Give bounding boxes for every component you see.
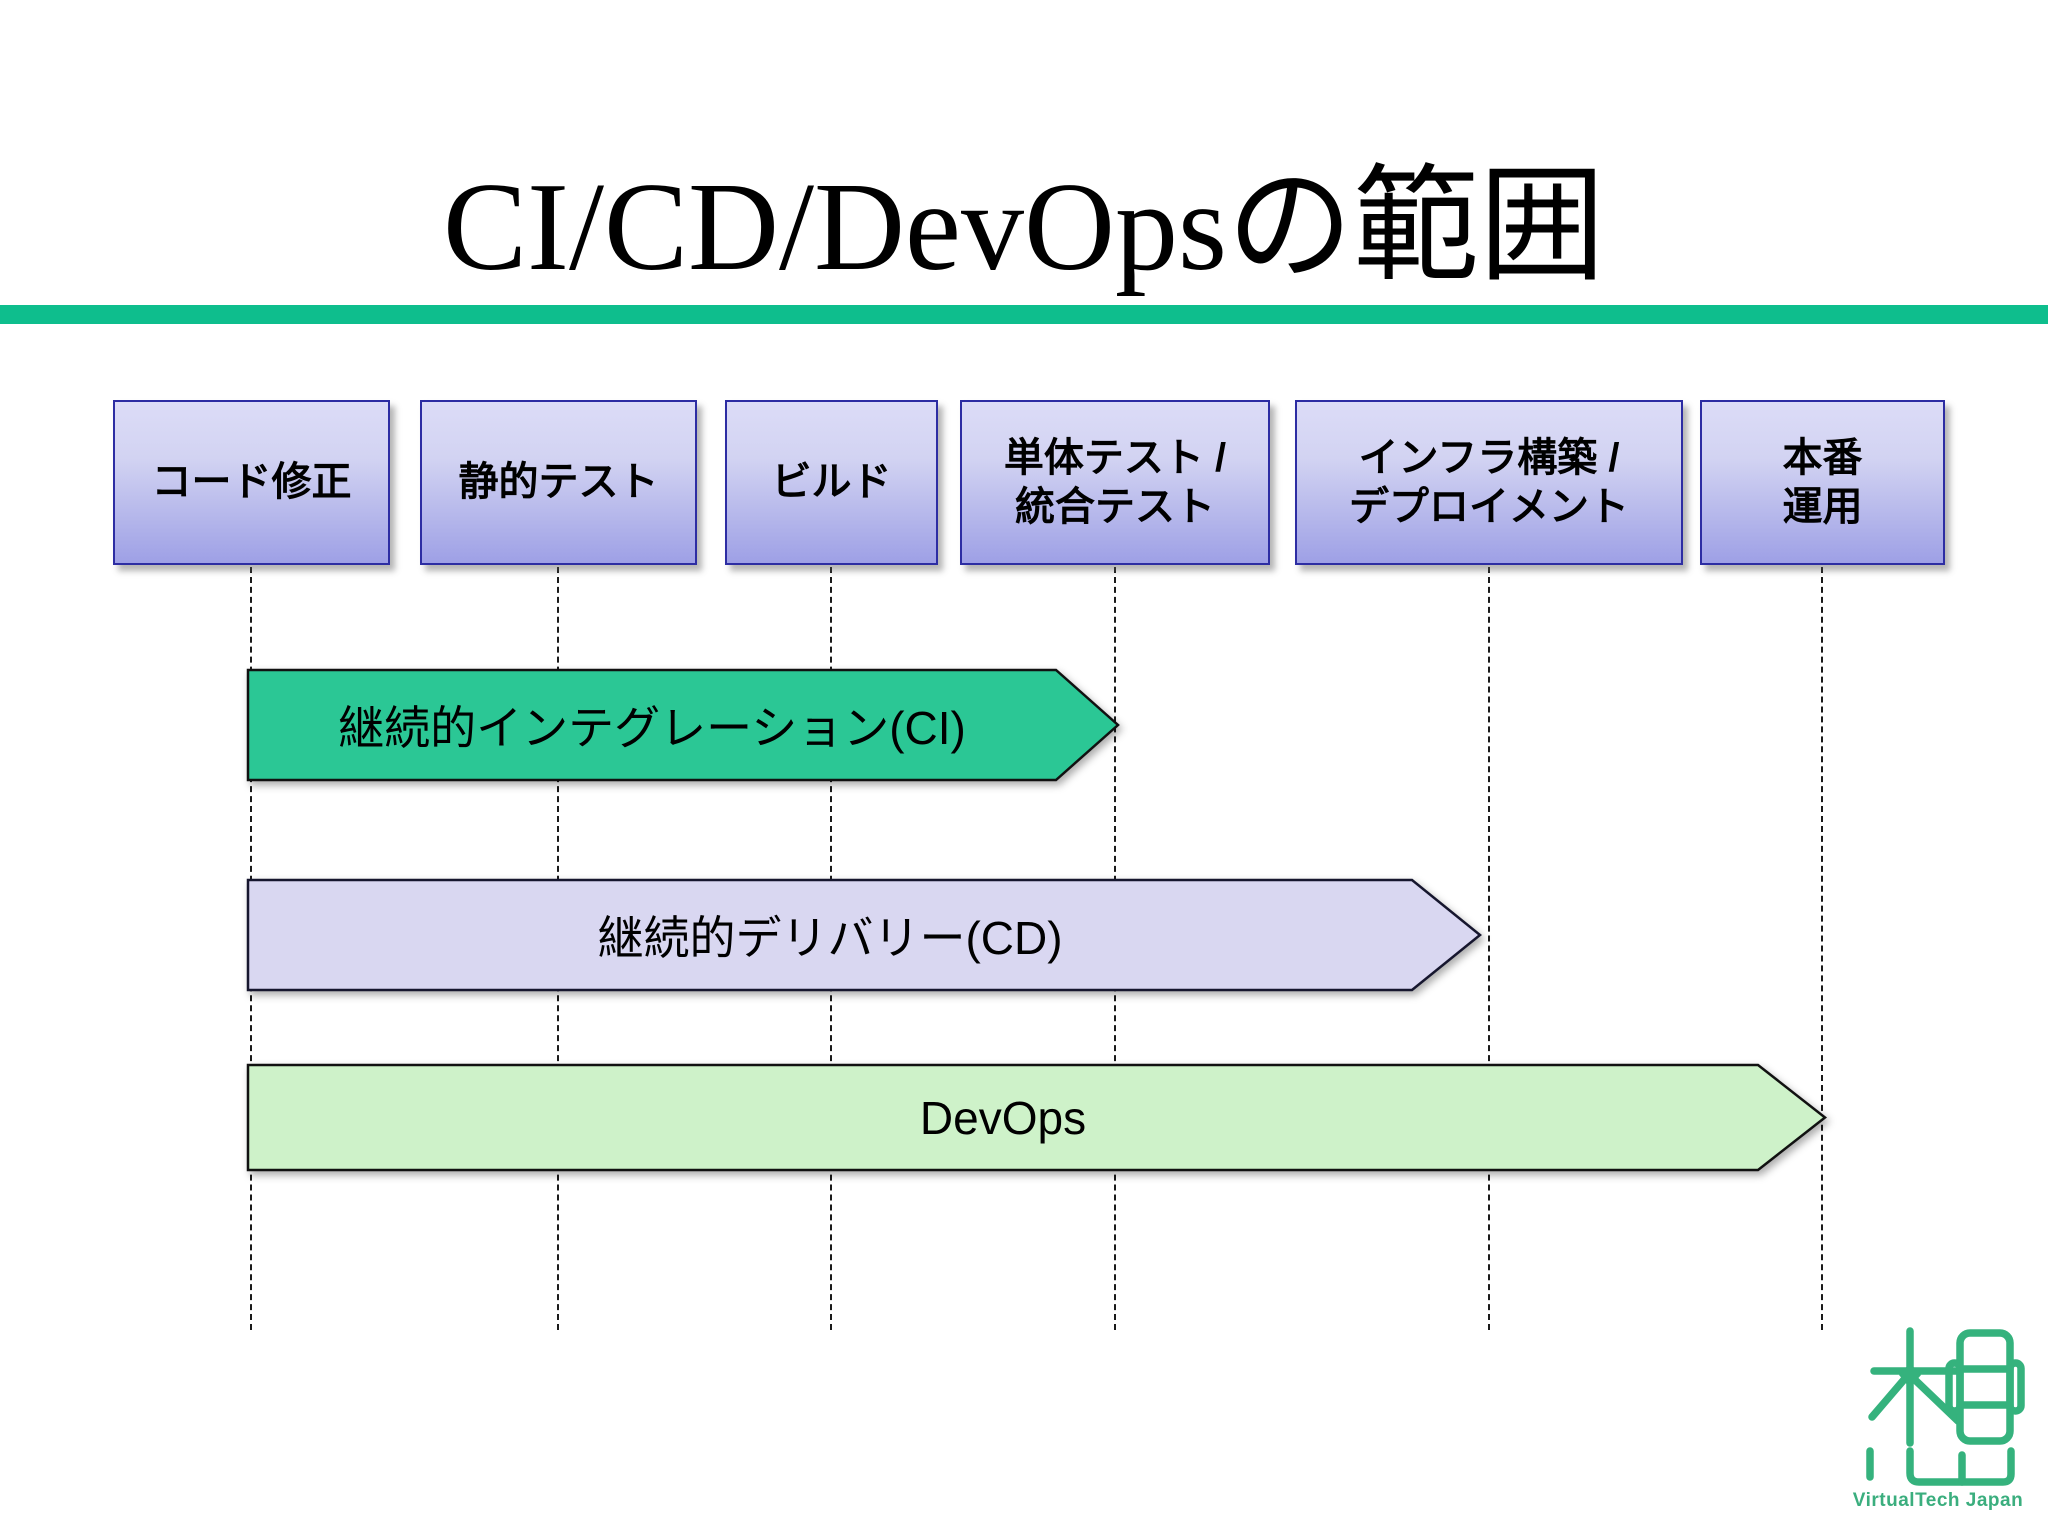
ci-band-label: 継続的インテグレーション(CI) <box>338 702 966 754</box>
stage-box-static-test: 静的テスト <box>420 400 697 565</box>
stage-box-code-fix: コード修正 <box>113 400 390 565</box>
devops-band: DevOps <box>246 1063 1828 1172</box>
stage-label: 単体テスト / 統合テスト <box>1003 435 1227 529</box>
devops-band-arrow-shape <box>246 1063 1828 1172</box>
stage-label: 静的テスト <box>458 460 659 505</box>
ci-band: 継続的インテグレーション(CI) <box>246 668 1120 782</box>
stage-box-production-operation: 本番 運用 <box>1700 400 1945 565</box>
stage-box-build: ビルド <box>725 400 938 565</box>
cd-band-arrow-shape <box>246 878 1482 992</box>
virtualtech-logo-text: VirtualTech Japan <box>1852 1490 2024 1511</box>
dashed-line-infra-deployment <box>1488 567 1490 1330</box>
title-divider-bar <box>0 305 2048 324</box>
virtualtech-logo-mark-icon <box>1866 1327 2025 1486</box>
devops-band-label: DevOps <box>919 1091 1087 1144</box>
ci-band-arrow-shape <box>246 668 1120 782</box>
cd-band: 継続的デリバリー(CD) <box>246 878 1482 992</box>
dashed-line-production-operation <box>1821 567 1823 1330</box>
stage-label: インフラ構築 / デプロイメント <box>1349 435 1629 529</box>
virtualtech-japan-logo: VirtualTech Japan <box>1838 1325 2038 1525</box>
stage-box-infra-deployment: インフラ構築 / デプロイメント <box>1295 400 1683 565</box>
stage-label: 本番 運用 <box>1782 435 1863 529</box>
slide-title: CI/CD/DevOpsの範囲 <box>443 158 1605 297</box>
stage-box-unit-integration-test: 単体テスト / 統合テスト <box>960 400 1270 565</box>
cd-band-label: 継続的デリバリー(CD) <box>597 912 1063 964</box>
stage-label: コード修正 <box>151 460 352 505</box>
stage-label: ビルド <box>771 460 892 505</box>
